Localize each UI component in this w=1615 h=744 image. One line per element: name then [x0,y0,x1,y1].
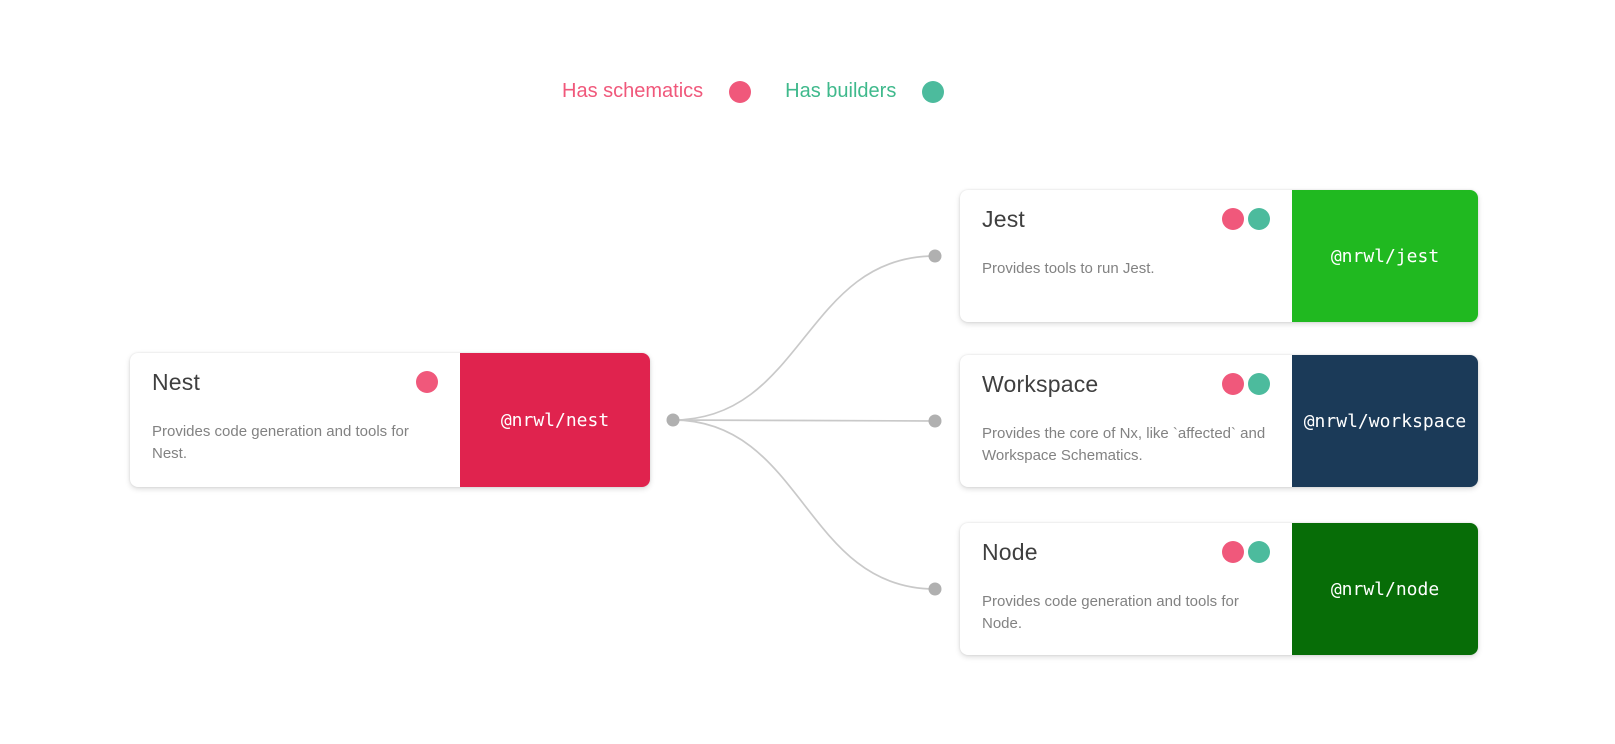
card-body: Jest Provides tools to run Jest. [960,190,1292,322]
card-title: Node [982,538,1038,565]
builders-dot-icon [1248,373,1270,395]
edge-nest-to-node [672,419,936,590]
capability-dots [1222,208,1270,230]
capability-dots [1222,373,1270,395]
schematics-dot-icon [416,371,438,393]
node-card-node[interactable]: Node Provides code generation and tools … [960,523,1478,655]
edge-endpoint-dot [928,249,942,263]
schematics-dot-icon [729,80,752,103]
capability-dots [416,371,438,393]
card-description: Provides the core of Nx, like `affected`… [982,425,1266,464]
card-description: Provides tools to run Jest. [982,260,1155,277]
builders-dot-icon [1248,208,1270,230]
package-block-jest: @nrwl/jest [1292,190,1478,322]
node-card-workspace[interactable]: Workspace Provides the core of Nx, like … [960,355,1478,487]
card-description: Provides code generation and tools for N… [152,423,409,462]
legend-label-builders: Has builders [785,80,897,102]
package-name: @nrwl/node [1330,578,1440,600]
card-body: Workspace Provides the core of Nx, like … [960,355,1292,487]
package-block-workspace: @nrwl/workspace [1292,355,1478,487]
package-block-node: @nrwl/node [1292,523,1478,655]
capability-dots [1222,541,1270,563]
legend-label-schematics: Has schematics [562,80,704,102]
package-block-nest: @nrwl/nest [460,353,650,487]
package-name: @nrwl/nest [500,409,610,431]
schematics-dot-icon [1222,541,1244,563]
schematics-dot-icon [1222,373,1244,395]
legend: Has schematics Has builders [562,80,945,103]
builders-dot-icon [1248,541,1270,563]
card-title: Jest [982,205,1025,232]
package-name: @nrwl/jest [1330,245,1440,267]
edge-endpoint-dot [928,414,942,428]
schematics-dot-icon [1222,208,1244,230]
card-title: Nest [152,368,201,395]
node-card-nest[interactable]: Nest Provides code generation and tools … [130,353,650,487]
edge-nest-to-workspace [672,419,936,422]
card-description: Provides code generation and tools for N… [982,593,1239,632]
package-name: @nrwl/workspace [1303,410,1467,432]
card-body: Nest Provides code generation and tools … [130,353,460,487]
builders-dot-icon [922,80,945,103]
card-title: Workspace [982,370,1099,397]
node-card-jest[interactable]: Jest Provides tools to run Jest. @nrwl/j… [960,190,1478,322]
edge-nest-to-jest [672,255,936,421]
edge-endpoint-dot [928,582,942,596]
edge-endpoint-dot [666,413,680,427]
card-body: Node Provides code generation and tools … [960,523,1292,655]
